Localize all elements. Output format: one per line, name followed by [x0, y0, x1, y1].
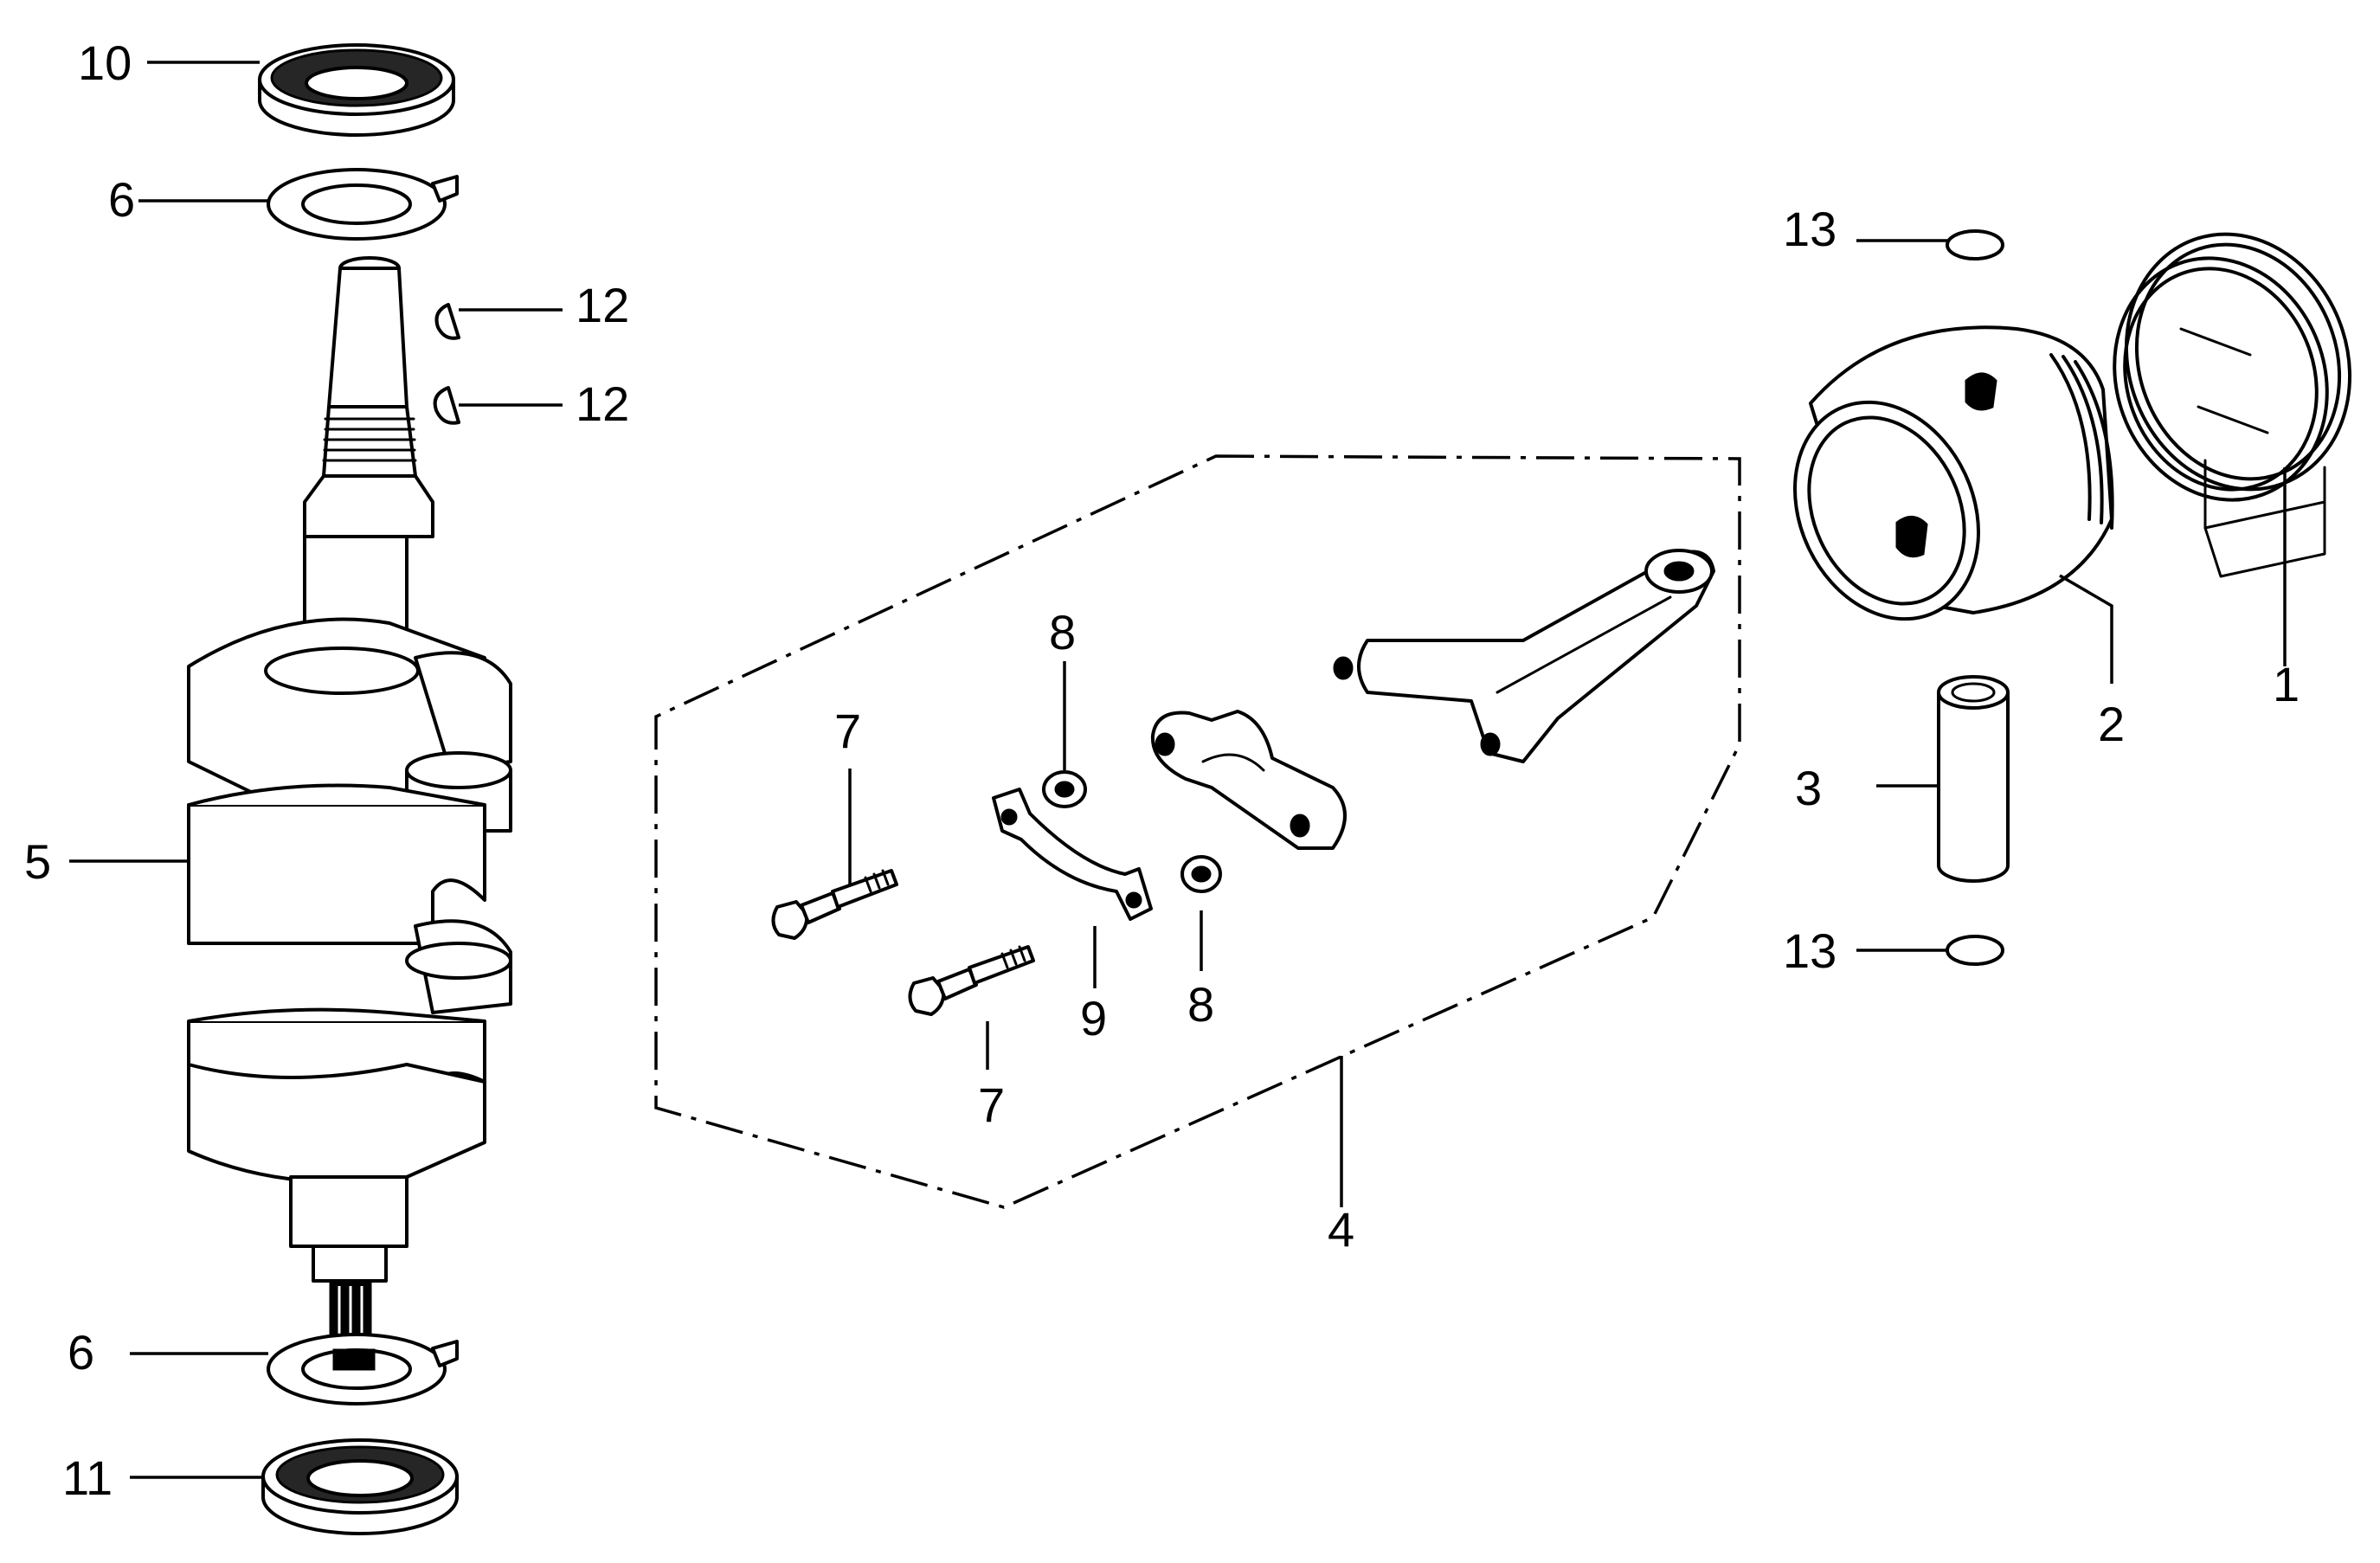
oil-seal-lower — [261, 1438, 459, 1535]
callout-7-upper: 7 — [834, 704, 861, 758]
callout-labels: 10 6 12 12 5 6 11 4 7 7 8 8 9 13 13 2 1 … — [24, 35, 2300, 1505]
piston-pin-clip-upper — [1946, 229, 2004, 260]
crankshaft — [187, 256, 512, 1369]
callout-4: 4 — [1328, 1202, 1354, 1257]
thrust-washer-upper — [267, 168, 459, 241]
leader-lines — [69, 61, 2287, 1479]
rod-cap — [1150, 710, 1347, 850]
washer-lower — [1180, 855, 1222, 893]
callout-3: 3 — [1795, 761, 1822, 815]
piston-pin — [1937, 675, 2010, 883]
callout-6-lower: 6 — [68, 1325, 94, 1380]
callout-8-lower: 8 — [1187, 977, 1214, 1032]
callout-12-lower: 12 — [576, 376, 629, 431]
callout-10: 10 — [78, 35, 132, 90]
piston — [1793, 325, 2114, 621]
callout-9: 9 — [1080, 991, 1107, 1045]
callout-13-upper: 13 — [1783, 202, 1836, 256]
connecting-rod — [1333, 549, 1715, 763]
rod-bolt-lower — [908, 945, 1035, 1016]
lock-plate — [992, 788, 1153, 921]
woodruff-key-lower — [433, 386, 460, 425]
callout-12-upper: 12 — [576, 278, 629, 332]
rod-bolt-upper — [771, 869, 898, 940]
callout-5: 5 — [24, 834, 51, 889]
woodruff-key-upper — [434, 303, 460, 340]
thrust-washer-lower — [267, 1333, 459, 1405]
washer-upper — [1042, 770, 1087, 808]
callout-13-lower: 13 — [1783, 923, 1836, 978]
callout-11: 11 — [62, 1450, 113, 1505]
callout-2: 2 — [2098, 697, 2125, 751]
callout-8-upper: 8 — [1049, 605, 1076, 659]
callout-6-upper: 6 — [108, 172, 135, 227]
connecting-rod-assembly — [654, 454, 1741, 1209]
piston-pin-clip-lower — [1946, 935, 2004, 966]
callout-7-lower: 7 — [978, 1077, 1005, 1132]
piston-ring-set — [2113, 232, 2352, 578]
oil-seal-upper — [258, 43, 455, 137]
callout-1: 1 — [2273, 657, 2300, 711]
